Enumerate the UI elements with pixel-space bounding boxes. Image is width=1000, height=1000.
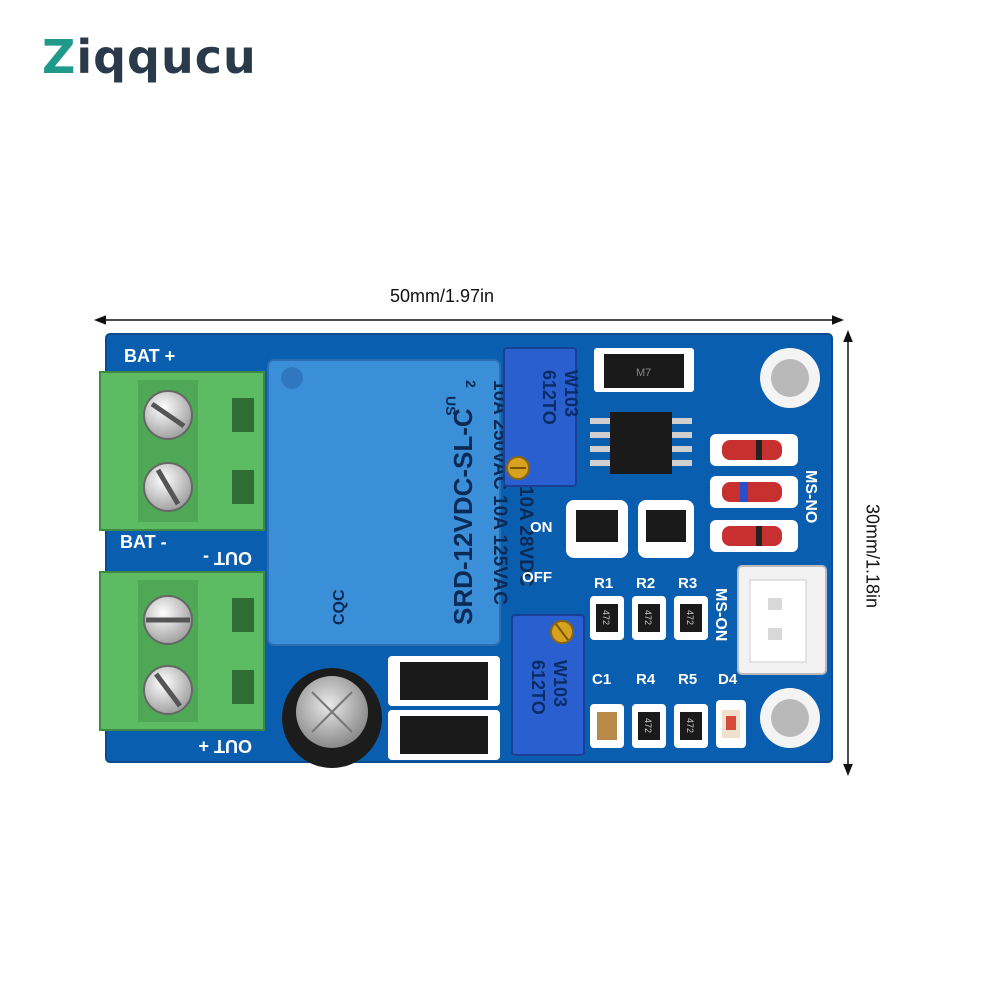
relay-cert-mark: CQC — [331, 589, 348, 625]
resistor-r1-code: 472 — [601, 610, 611, 625]
led-d4 — [716, 700, 746, 748]
relay-us-mark: US — [443, 396, 459, 415]
relay-model: SRD-12VDC-SL-C — [448, 408, 478, 625]
pot-top-code: 612TO — [539, 370, 559, 425]
width-dimension-label: 50mm/1.97in — [390, 286, 495, 306]
off-label: OFF — [522, 569, 552, 586]
on-label: ON — [530, 519, 553, 536]
resistor-r4: 472 — [632, 704, 666, 748]
brand-initial: Z — [42, 30, 77, 84]
out-plus-label: OUT + — [198, 736, 252, 756]
brand-name: Ziqqucu — [42, 30, 257, 84]
r4-label: R4 — [636, 671, 656, 688]
diode-3 — [710, 520, 798, 552]
mounting-hole-top — [760, 348, 820, 408]
relay-cert-number: 2 — [463, 380, 479, 388]
r1-label: R1 — [594, 575, 613, 592]
bat-minus-label: BAT - — [120, 532, 167, 552]
diode-1 — [710, 434, 798, 466]
resistor-r2: 472 — [632, 596, 666, 640]
resistor-r1: 472 — [590, 596, 624, 640]
chip-top-marking: M7 — [636, 367, 651, 379]
capacitor-c1 — [590, 704, 624, 748]
potentiometer-top: 612TO W103 — [503, 347, 581, 487]
terminal-block-battery — [99, 371, 265, 531]
out-minus-label: OUT - — [203, 548, 252, 568]
jst-connector — [737, 565, 827, 675]
smd-diode-top: M7 — [594, 348, 694, 392]
diode-2 — [710, 476, 798, 508]
d4-label: D4 — [718, 671, 738, 688]
ic-chip — [590, 412, 692, 474]
bat-plus-label: BAT + — [124, 346, 175, 366]
mounting-hole-bottom — [760, 688, 820, 748]
relay: 2 US 10A 250VAC 10A 125VAC 10A 30VDC 10A… — [267, 359, 536, 646]
ms-no-label: MS-NO — [802, 470, 819, 523]
resistor-r5: 472 — [674, 704, 708, 748]
transistor-right — [638, 500, 694, 558]
resistor-r4-code: 472 — [643, 718, 653, 733]
transistor-left — [566, 500, 628, 558]
ms-on-label: MS-ON — [712, 588, 729, 641]
resistor-r5-code: 472 — [685, 718, 695, 733]
potentiometer-bottom: 612TO W103 — [511, 614, 585, 756]
pot-bottom-code: 612TO — [528, 660, 548, 715]
c1-label: C1 — [592, 671, 611, 688]
r5-label: R5 — [678, 671, 697, 688]
brand-logo: Ziqqucu — [42, 30, 257, 84]
pot-bottom-value: W103 — [550, 660, 570, 707]
terminal-block-output — [99, 571, 265, 731]
smd-diode-bottom-2 — [388, 710, 500, 760]
r2-label: R2 — [636, 575, 655, 592]
pot-top-value: W103 — [561, 370, 581, 417]
electrolytic-capacitor — [282, 668, 382, 768]
brand-rest: iqqucu — [76, 30, 257, 84]
resistor-r2-code: 472 — [643, 610, 653, 625]
resistor-r3: 472 — [674, 596, 708, 640]
resistor-r3-code: 472 — [685, 610, 695, 625]
smd-diode-bottom-1 — [388, 656, 500, 706]
r3-label: R3 — [678, 575, 697, 592]
